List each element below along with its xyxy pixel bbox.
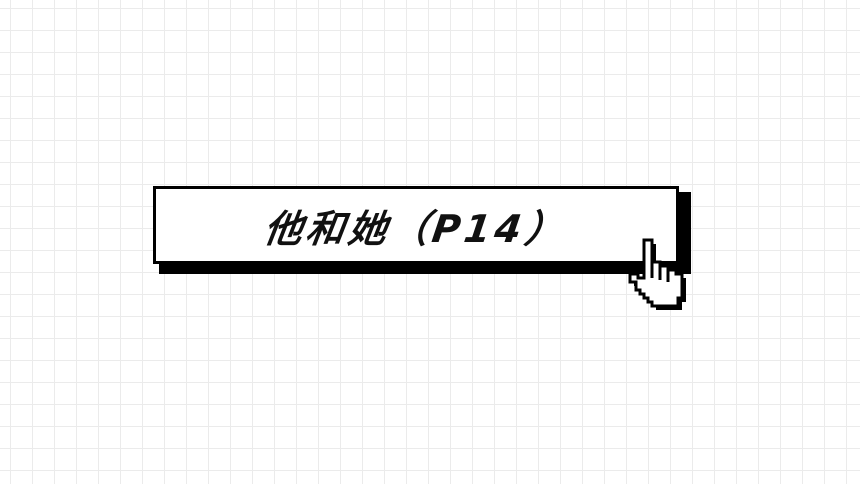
title-card[interactable]: 他和她（P14） (153, 186, 691, 274)
pointing-hand-cursor-icon (622, 232, 688, 312)
slide-title: 他和她（P14） (261, 206, 570, 251)
title-box[interactable]: 他和她（P14） (153, 186, 679, 264)
